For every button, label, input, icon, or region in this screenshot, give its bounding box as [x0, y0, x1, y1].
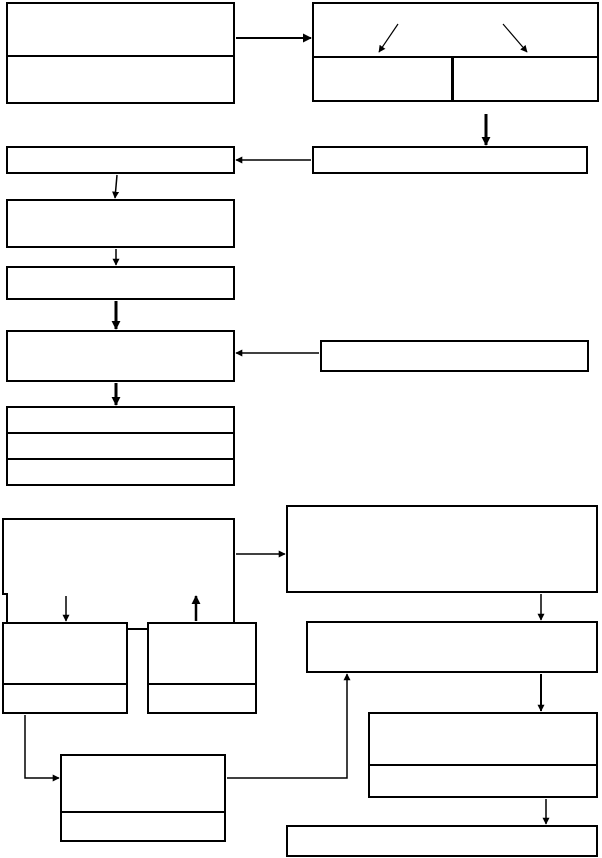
flow-box-d3	[368, 712, 598, 798]
flow-box-a2	[6, 146, 235, 174]
flow-box-a1	[6, 2, 235, 104]
flow-box-c4-footer	[62, 811, 224, 840]
flow-box-a1-section-2	[8, 55, 233, 102]
arrow-c2-to-c4	[24, 715, 60, 782]
flow-box-b2	[312, 146, 588, 174]
flow-box-b3	[320, 340, 589, 372]
flow-box-a5	[6, 330, 235, 382]
arrow-a2-to-a3	[112, 174, 120, 199]
flow-box-c4	[60, 754, 226, 842]
flow-box-c2	[2, 622, 128, 714]
flow-box-a6	[6, 406, 235, 486]
flow-box-b1-lower	[314, 56, 597, 100]
flow-box-a6-section-3	[8, 458, 233, 460]
flow-box-d2	[306, 621, 598, 673]
flow-box-d3-footer	[370, 764, 596, 796]
flow-box-b1-divider	[451, 58, 454, 100]
flow-box-a4	[6, 266, 235, 300]
flow-box-c3	[147, 622, 257, 714]
flow-box-b1	[312, 2, 599, 102]
flow-box-c2-footer	[4, 683, 126, 712]
arrow-b1-inner-right	[502, 23, 528, 53]
flow-box-c3-footer	[149, 683, 255, 712]
arrow-b1-inner-left	[378, 23, 399, 53]
flow-box-d1	[286, 505, 598, 593]
flow-box-a6-section-2	[8, 432, 233, 434]
flow-box-a3	[6, 199, 235, 248]
flow-box-d4	[286, 825, 598, 857]
arrow-c4-to-d2	[227, 673, 351, 779]
